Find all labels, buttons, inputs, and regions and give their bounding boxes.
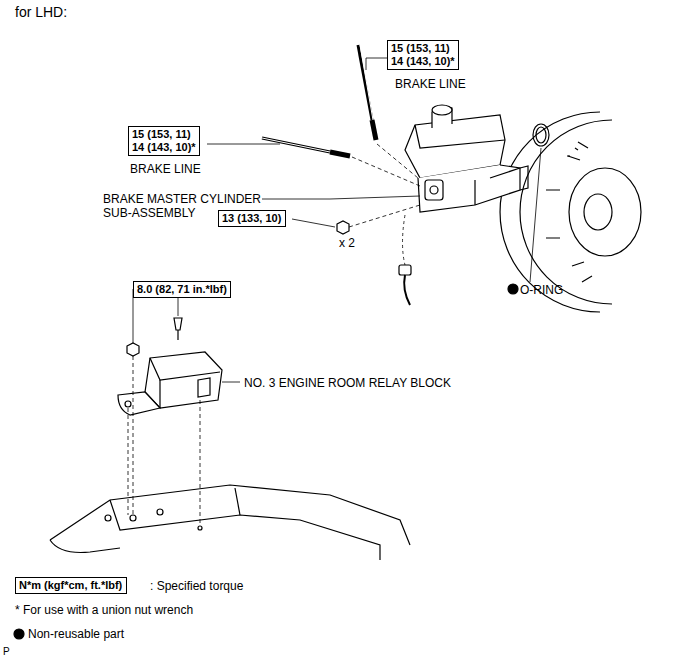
legend-text: Non-reusable part — [28, 627, 124, 641]
part-label: NO. 3 ENGINE ROOM RELAY BLOCK — [244, 376, 451, 390]
part-label: for LHD: — [15, 5, 67, 19]
torque-box: 8.0 (82, 71 in.*lbf) — [133, 281, 231, 298]
part-label: x 2 — [339, 236, 355, 250]
torque-value: 15 (153, 11) — [132, 128, 196, 141]
torque-value: N*m (kgf*cm, ft.*lbf) — [19, 579, 123, 592]
torque-value: 13 (133, 10) — [222, 212, 282, 225]
torque-box: 15 (153, 11)14 (143, 10)* — [128, 126, 200, 156]
part-label: P — [3, 645, 10, 659]
torque-value: 14 (143, 10)* — [391, 55, 455, 68]
torque-value: 14 (143, 10)* — [132, 141, 196, 154]
torque-value: 15 (153, 11) — [391, 42, 455, 55]
part-label: BRAKE LINE — [395, 77, 466, 91]
torque-value: 8.0 (82, 71 in.*lbf) — [137, 283, 227, 296]
part-label: : Specified torque — [150, 579, 243, 593]
part-label: O-RING — [520, 283, 563, 297]
part-label: BRAKE MASTER CYLINDER SUB-ASSEMBLY — [103, 192, 275, 220]
torque-box: 13 (133, 10) — [218, 210, 286, 227]
part-label: BRAKE LINE — [130, 162, 201, 176]
torque-box: 15 (153, 11)14 (143, 10)* — [387, 40, 459, 70]
part-label: * For use with a union nut wrench — [15, 603, 193, 617]
torque-box: N*m (kgf*cm, ft.*lbf) — [15, 577, 127, 594]
